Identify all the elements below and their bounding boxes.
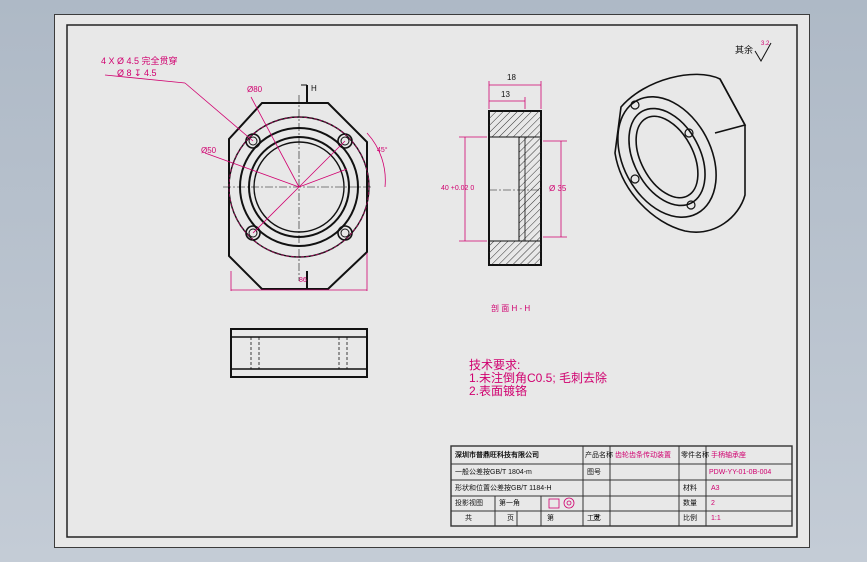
part-name: 手柄轴承座 (711, 452, 746, 459)
front-view (223, 84, 373, 290)
roughness-label: 其余 (735, 45, 754, 55)
product-name: 齿轮齿条传动装置 (615, 452, 671, 459)
dim-d50: Ø50 (201, 146, 217, 155)
cad-drawing (66, 24, 798, 538)
roughness-value: 3.2 (761, 41, 770, 47)
company-name: 深圳市普鼎旺科技有限公司 (455, 452, 539, 459)
isometric-view (614, 73, 747, 233)
first-angle-label: 第一角 (499, 500, 520, 507)
dim-d35: Ø 35 (549, 184, 567, 193)
roughness-symbol-icon (754, 42, 772, 62)
title-block: 深圳市普鼎旺科技有限公司 产品名称 齿轮齿条传动装置 零件名称 手柄轴承座 一般… (451, 446, 792, 526)
drawing-no: PDW-YY-01-0B-004 (709, 469, 772, 476)
dim-width: 86 (299, 277, 307, 284)
title-block-grid (450, 445, 793, 527)
drawing-sheet: 其余 3.2 4 X Ø 4.5 完全贯穿 Ø 8 ↧ 4.5 Ø80 Ø50 … (54, 14, 810, 548)
dim-d80: Ø80 (247, 85, 263, 94)
sheet-label: 第 (547, 515, 554, 522)
section-view-dims (459, 81, 567, 242)
scale-value: 1:1 (711, 515, 721, 522)
scale-label: 比例 (683, 515, 697, 522)
material-label: 材料 (683, 485, 697, 492)
process-label: 工艺 (587, 515, 601, 522)
section-caption: 剖 面 H - H (491, 304, 531, 313)
front-view-dims (104, 74, 386, 291)
projection-label: 投影视图 (455, 500, 483, 507)
geometric-tolerance-label: 形状和位置公差按GB/T 1184-H (455, 485, 552, 492)
dim-13: 13 (501, 90, 510, 99)
quantity-value: 2 (711, 500, 715, 507)
section-view (488, 110, 542, 266)
tolerance-label: 一般公差按GB/T 1804-m (455, 469, 532, 476)
quantity-label: 数量 (683, 500, 697, 507)
hole-note-line1: 4 X Ø 4.5 完全贯穿 (101, 56, 178, 66)
notes-line1: 1.未注倒角C0.5; 毛刺去除 (469, 371, 608, 385)
product-name-label: 产品名称 (585, 452, 613, 459)
notes-line2: 2.表面镀铬 (469, 384, 528, 398)
projection-symbol-icon (548, 497, 575, 509)
notes-title: 技术要求: (469, 358, 521, 372)
material-value: A3 (711, 485, 720, 492)
part-name-label: 零件名称 (681, 452, 709, 459)
dim-d40: 40 +0.02 0 (441, 185, 475, 192)
hole-note-line2: Ø 8 ↧ 4.5 (117, 68, 157, 78)
inner-frame (66, 24, 798, 538)
side-view (230, 328, 368, 378)
dim-45deg: 45° (377, 147, 388, 154)
drawing-no-label: 图号 (587, 469, 601, 476)
technical-notes: 技术要求: 1.未注倒角C0.5; 毛刺去除 2.表面镀铬 (469, 359, 607, 398)
sheet-page-label: 页 (593, 515, 600, 522)
total-label: 共 (465, 515, 472, 522)
section-mark: H (311, 84, 317, 93)
dim-18: 18 (507, 73, 516, 82)
page-label: 页 (507, 515, 514, 522)
